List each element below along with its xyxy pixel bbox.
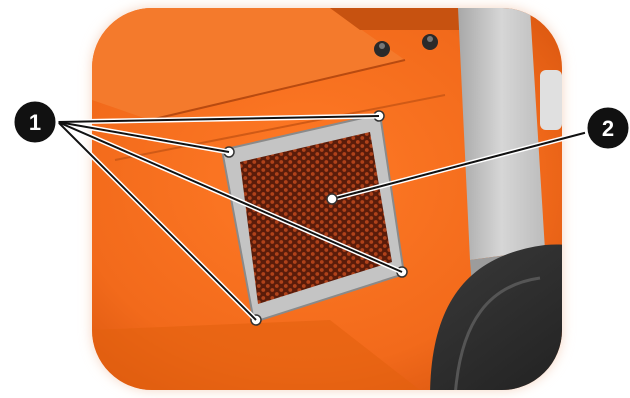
cab-pillar — [458, 8, 545, 260]
bolt-highlight — [427, 36, 433, 42]
mesh-target-dot — [327, 194, 337, 204]
callout-1: 1 — [13, 100, 57, 144]
bolt-highlight — [379, 43, 385, 49]
callout-2: 2 — [586, 106, 630, 150]
callout-1-number: 1 — [29, 110, 41, 135]
callout-2-number: 2 — [602, 116, 614, 141]
pillar-bracket — [540, 70, 562, 130]
